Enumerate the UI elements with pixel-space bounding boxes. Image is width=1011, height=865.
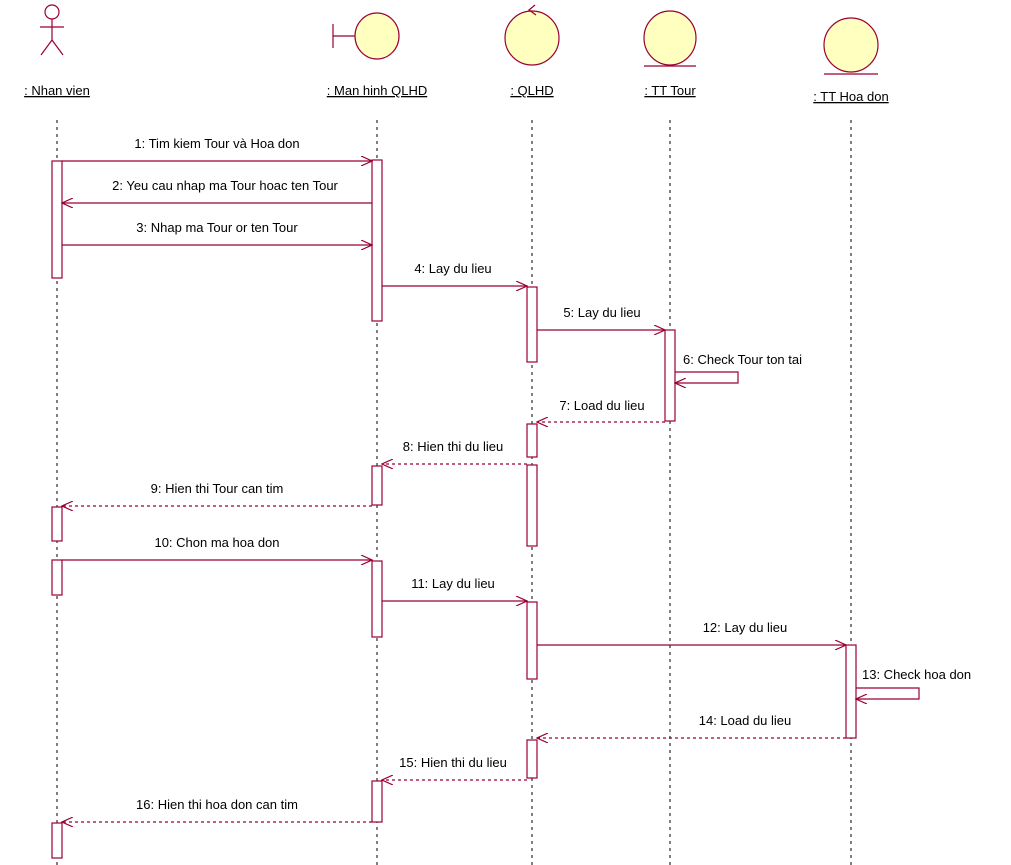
actor-head-icon: [44, 4, 60, 20]
message-3-label: 3: Nhap ma Tour or ten Tour: [136, 220, 298, 235]
activation-nhanvien: [51, 506, 63, 542]
control-qlhd: [504, 4, 560, 66]
actor-leg-left-icon: [40, 39, 53, 56]
participant-label-tthoadon: : TT Hoa don: [813, 89, 888, 104]
message-6-label: 6: Check Tour ton tai: [683, 352, 802, 367]
boundary-manhinh: [332, 12, 400, 60]
message-9-label: 9: Hien thi Tour can tim: [151, 481, 284, 496]
activation-manhinh: [371, 780, 383, 823]
message-7-label: 7: Load du lieu: [559, 398, 644, 413]
participant-label-tttour: : TT Tour: [644, 83, 696, 98]
message-14-label: 14: Load du lieu: [699, 713, 792, 728]
activation-manhinh: [371, 465, 383, 506]
message-5-label: 5: Lay du lieu: [563, 305, 640, 320]
activation-qlhd: [526, 464, 538, 547]
entity-circle-icon: [643, 10, 697, 66]
message-2-label: 2: Yeu cau nhap ma Tour hoac ten Tour: [112, 178, 338, 193]
actor-leg-right-icon: [51, 39, 64, 56]
activation-tttour: [664, 329, 676, 422]
message-13-arrow: [856, 687, 920, 699]
activation-qlhd: [526, 286, 538, 363]
activation-qlhd: [526, 423, 538, 458]
message-13-label: 13: Check hoa don: [862, 667, 971, 682]
message-8-label: 8: Hien thi du lieu: [403, 439, 503, 454]
entity-tttour: [643, 10, 697, 67]
participant-label-nhanvien: : Nhan vien: [24, 83, 90, 98]
actor-nhanvien: [40, 4, 64, 56]
participant-label-qlhd: : QLHD: [510, 83, 553, 98]
messages: [62, 161, 920, 822]
message-15-label: 15: Hien thi du lieu: [399, 755, 507, 770]
activation-manhinh: [371, 159, 383, 322]
message-6-arrow: [675, 371, 739, 383]
activation-tthoadon: [845, 644, 857, 739]
message-12-label: 12: Lay du lieu: [703, 620, 788, 635]
entity-tthoadon: [823, 17, 879, 75]
activations: [51, 159, 857, 859]
participant-label-manhinh: : Man hinh QLHD: [327, 83, 427, 98]
message-1-label: 1: Tim kiem Tour và Hoa don: [134, 136, 299, 151]
message-4-label: 4: Lay du lieu: [414, 261, 491, 276]
control-arrow-icon: [528, 4, 537, 16]
entity-circle-icon: [823, 17, 879, 73]
activation-qlhd: [526, 601, 538, 680]
participant-labels: : Nhan vien : Man hinh QLHD : QLHD : TT …: [24, 83, 889, 104]
message-labels: 1: Tim kiem Tour và Hoa don 2: Yeu cau n…: [112, 136, 971, 812]
activation-nhanvien: [51, 160, 63, 279]
control-circle-icon: [504, 10, 560, 66]
message-10-label: 10: Chon ma hoa don: [154, 535, 279, 550]
message-11-label: 11: Lay du lieu: [411, 576, 495, 591]
boundary-circle-icon: [354, 12, 400, 60]
activation-qlhd: [526, 739, 538, 779]
activation-manhinh: [371, 560, 383, 638]
activation-nhanvien: [51, 822, 63, 859]
message-16-label: 16: Hien thi hoa don can tim: [136, 797, 298, 812]
activation-nhanvien: [51, 559, 63, 596]
